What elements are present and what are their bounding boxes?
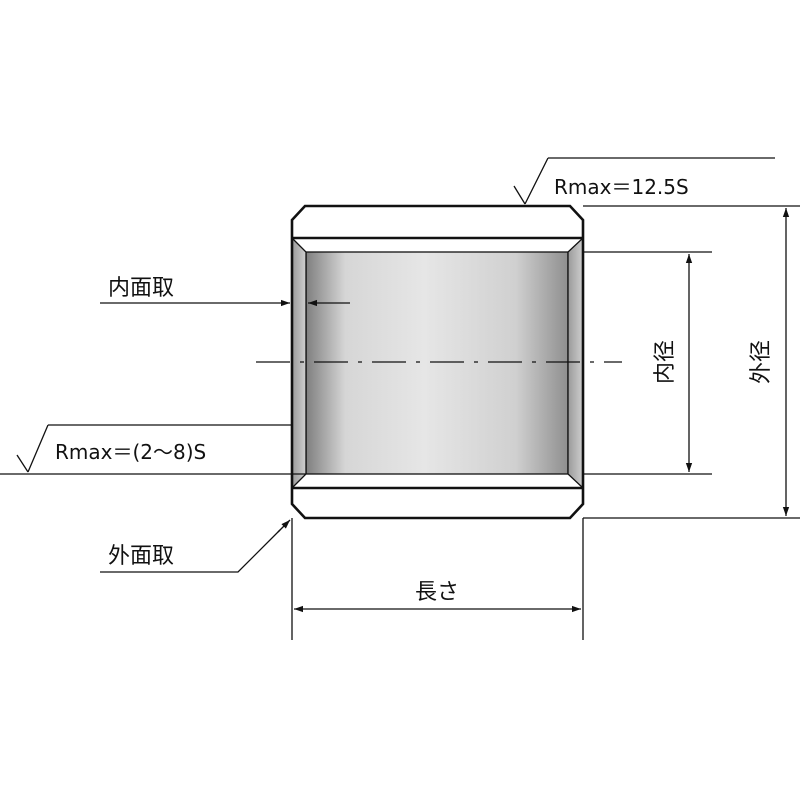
label-roughness-inner: Rmax＝(2〜8)S [55, 440, 206, 464]
surface-roughness-symbol-inner [0, 424, 306, 475]
label-length: 長さ [415, 580, 459, 605]
bushing-outline [290, 204, 585, 520]
label-roughness-outer: Rmax＝12.5S [554, 175, 689, 199]
label-outer-diameter: 外径 [749, 340, 774, 384]
inner-chamfer-left-face [291, 236, 307, 490]
label-inner-diameter: 内径 [653, 340, 678, 384]
bore-surface [305, 251, 569, 475]
leader-outer-chamfer [100, 529, 281, 573]
label-outer-chamfer: 外面取 [108, 544, 174, 569]
inner-chamfer-right-face [567, 236, 584, 490]
leader-outer-chamfer-arrow [277, 519, 291, 533]
label-inner-chamfer: 内面取 [108, 276, 174, 301]
surface-roughness-symbol-outer [513, 157, 775, 205]
